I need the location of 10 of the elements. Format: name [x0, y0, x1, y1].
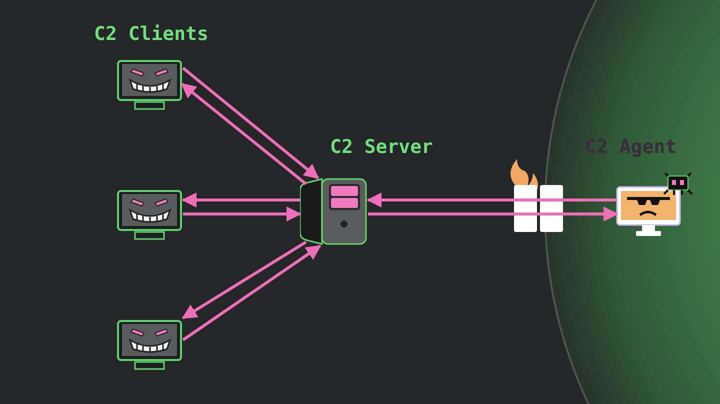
arrow	[366, 192, 617, 208]
group-title: C2 Clients	[94, 23, 208, 45]
node-title: C2 Server	[330, 136, 433, 158]
arrow	[180, 82, 307, 186]
arrow	[368, 206, 618, 222]
arrow	[182, 240, 307, 320]
arrow	[182, 192, 300, 208]
arrow	[182, 66, 320, 180]
arrow	[182, 244, 322, 342]
arrow	[183, 206, 302, 222]
